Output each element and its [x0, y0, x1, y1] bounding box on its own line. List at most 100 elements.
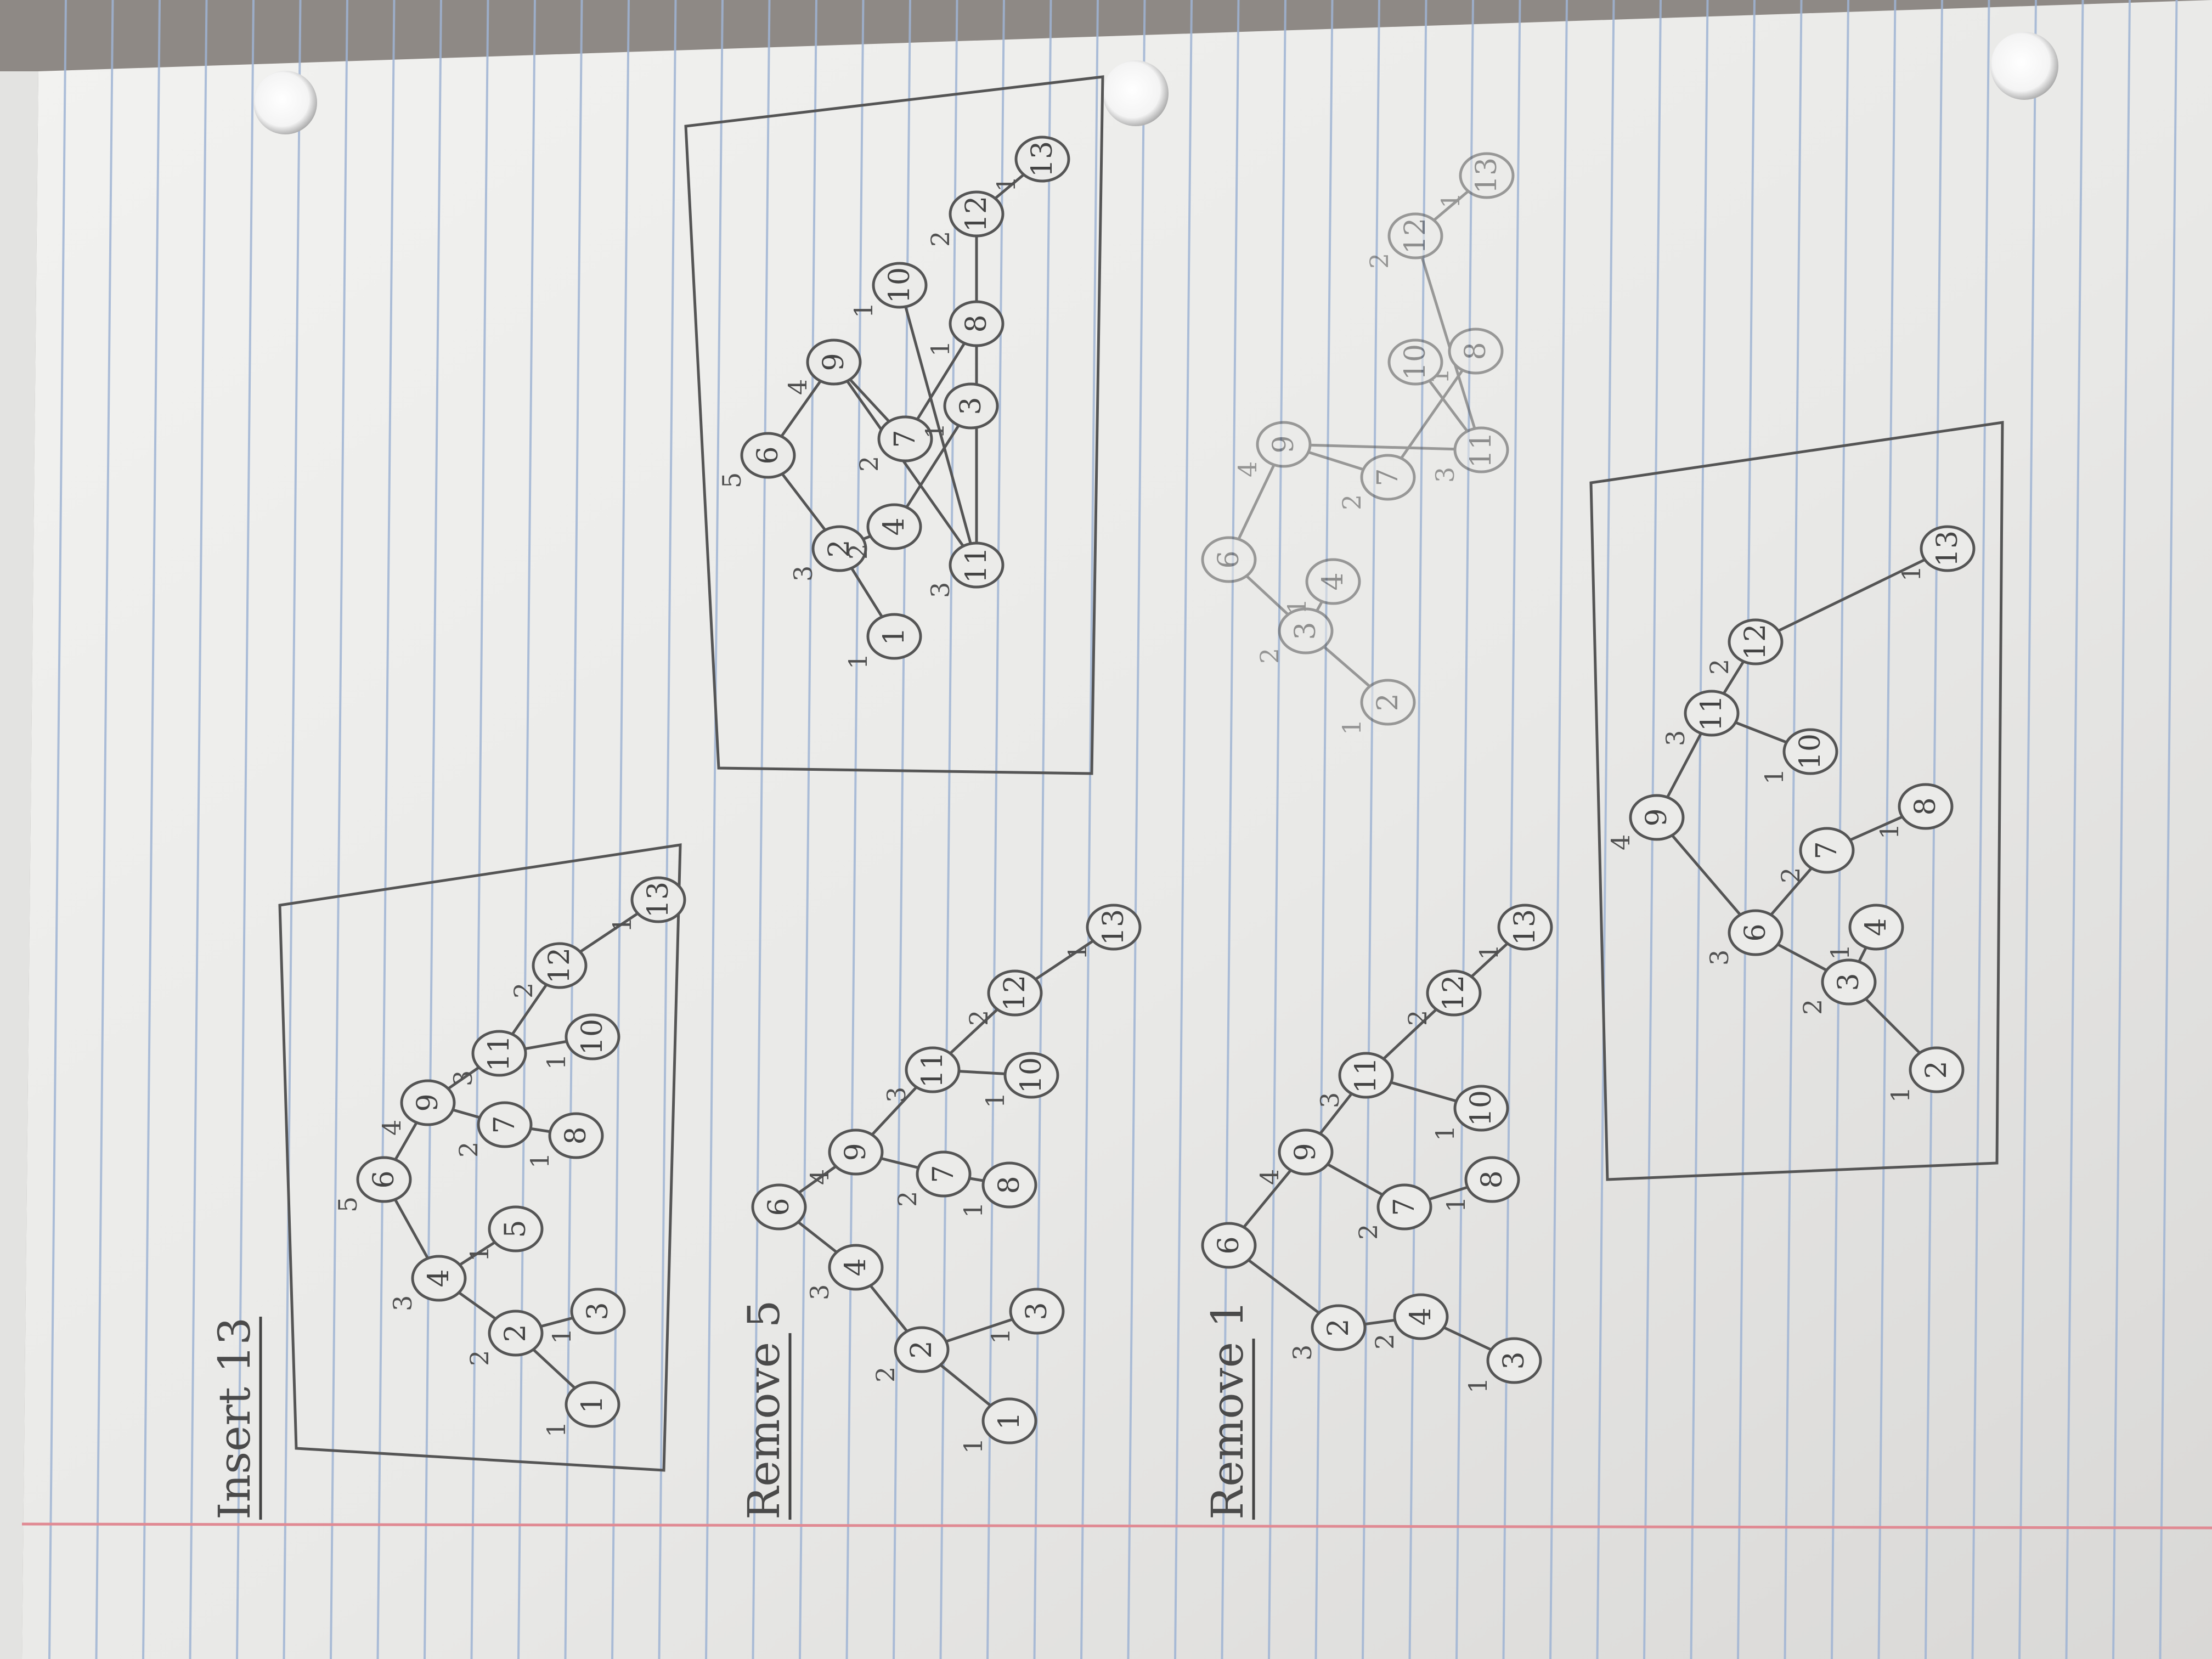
node-height: 2 — [843, 544, 873, 560]
node-key: 12 — [1739, 624, 1772, 660]
node-key: 8 — [960, 314, 993, 332]
node-key: 13 — [1026, 141, 1059, 177]
node-key: 6 — [368, 1170, 400, 1188]
node-key: 10 — [1015, 1057, 1048, 1093]
tree-node: 122 — [1403, 969, 1482, 1026]
node-height: 1 — [958, 1438, 988, 1454]
node-height: 1 — [920, 423, 950, 439]
node-key: 1 — [878, 627, 911, 645]
node-height: 2 — [893, 1191, 922, 1207]
node-height: 3 — [1430, 467, 1460, 483]
node-height: 4 — [805, 1169, 834, 1185]
node-height: 3 — [882, 1087, 911, 1103]
tree-node: 32 — [1798, 958, 1877, 1015]
heading-remove-5: Remove 5 — [738, 1300, 792, 1520]
node-key: 4 — [878, 517, 911, 535]
node-key: 12 — [960, 196, 993, 232]
node-key: 13 — [1509, 909, 1542, 945]
node-key: 8 — [993, 1176, 1026, 1194]
punch-hole-3 — [1990, 32, 2058, 100]
node-height: 2 — [465, 1350, 494, 1366]
node-key: 3 — [1020, 1302, 1053, 1320]
tree-node: 131 — [1063, 904, 1142, 960]
tree-node: 6 — [751, 1183, 807, 1231]
node-height: 3 — [788, 566, 818, 582]
node-key: 12 — [1437, 975, 1470, 1011]
node-key: 11 — [916, 1052, 949, 1088]
node-key: 8 — [1459, 342, 1492, 360]
node-key: 10 — [1465, 1090, 1498, 1126]
tree-node: 13 1 — [607, 876, 686, 933]
tree-node: 41 — [1825, 904, 1904, 960]
tree-node: 21 — [1886, 1046, 1965, 1103]
tree-node: 43 — [805, 1244, 884, 1300]
node-key: 13 — [642, 882, 675, 918]
node-height: 1 — [1875, 823, 1904, 839]
node-key: 2 — [1322, 1318, 1355, 1336]
tree-node: 72 — [1776, 827, 1855, 883]
tree-node: 43 — [388, 1255, 467, 1311]
node-height: 2 — [1255, 648, 1284, 664]
tree-edge — [1414, 235, 1483, 450]
node-key: 11 — [960, 547, 993, 583]
node-height: 2 — [454, 1142, 483, 1158]
node-key: 7 — [1388, 1198, 1421, 1216]
node-height: 1 — [1063, 944, 1092, 960]
node-height: 1 — [1474, 944, 1504, 960]
node-key: 12 — [998, 975, 1031, 1011]
tree-edge — [898, 285, 978, 566]
node-height: 4 — [377, 1120, 407, 1136]
node-height: 5 — [717, 472, 747, 488]
node-height: 1 — [1441, 1197, 1471, 1212]
tree-node: 31 — [986, 1288, 1065, 1344]
tree-edge — [1283, 443, 1482, 452]
tree-node: 81 — [1875, 783, 1954, 839]
node-key: 7 — [889, 430, 922, 448]
node-height: 2 — [1353, 1224, 1383, 1240]
node-height: 3 — [1288, 1345, 1317, 1361]
tree-node: 94 — [1606, 794, 1685, 850]
node-height: 2 — [1370, 1334, 1400, 1350]
node-height: 3 — [805, 1284, 834, 1300]
tree-node: 81 — [926, 300, 1005, 357]
node-height: 1 — [1825, 944, 1855, 960]
node-height: 4 — [1233, 461, 1262, 477]
tree-node: 11 — [843, 613, 922, 669]
node-key: 2 — [499, 1324, 532, 1342]
node-height: 1 — [926, 341, 955, 357]
tree-node: 13 1 — [991, 136, 1070, 192]
node-key: 4 — [1317, 572, 1350, 590]
node-height: 1 — [991, 176, 1021, 192]
box-remove-1 — [1589, 421, 2004, 1181]
svg-text:Remove 1: Remove 1 — [1202, 1300, 1253, 1520]
node-height: 1 — [607, 917, 637, 933]
tree-node: 101 — [849, 262, 928, 318]
node-key: 6 — [763, 1198, 795, 1216]
node-key: 4 — [422, 1269, 455, 1287]
node-key: 12 — [543, 947, 576, 984]
node-key: 9 — [411, 1093, 444, 1111]
node-key: 4 — [1860, 918, 1893, 936]
node-key: 7 — [1372, 468, 1404, 486]
node-height: 1 — [1886, 1087, 1915, 1103]
node-key: 10 — [1399, 344, 1432, 380]
node-height: 2 — [1798, 999, 1827, 1015]
tree-node: 31 — [1463, 1337, 1542, 1393]
node-key: 10 — [576, 1019, 609, 1055]
node-key: 9 — [1267, 435, 1300, 453]
tree-node: 94 — [377, 1079, 456, 1136]
tree-node: 101 — [980, 1052, 1059, 1108]
node-key: 11 — [483, 1035, 516, 1071]
tree-node: 72 — [454, 1101, 533, 1158]
node-height: 1 — [843, 653, 873, 669]
node-height: 2 — [1337, 494, 1367, 510]
node-key: 9 — [817, 353, 850, 371]
tree-node: 122 — [1705, 618, 1784, 675]
tree-edge — [832, 361, 978, 566]
node-key: 2 — [823, 539, 856, 557]
tree-node: 41 — [1282, 558, 1361, 614]
tree-node: 113 — [448, 1030, 527, 1086]
node-height: 1 — [1436, 193, 1465, 208]
